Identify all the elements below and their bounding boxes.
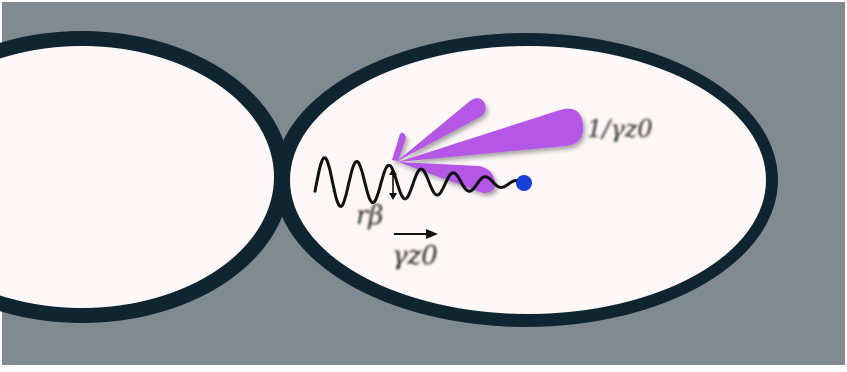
left-bubble: [0, 46, 274, 308]
amplitude-label: rβ: [356, 201, 383, 231]
velocity-label: γz0: [392, 241, 438, 271]
electron-trajectory: [313, 156, 520, 208]
cone-angle-label: 1/γz0: [587, 115, 653, 143]
amplitude-double-arrow-icon: [389, 168, 397, 200]
radiation-cone-upper: [396, 98, 486, 162]
electron-dot-icon: [516, 175, 532, 191]
radiation-cone-small: [392, 132, 406, 161]
radiation-cone-main: [398, 108, 584, 162]
velocity-arrow-icon: [394, 229, 438, 239]
